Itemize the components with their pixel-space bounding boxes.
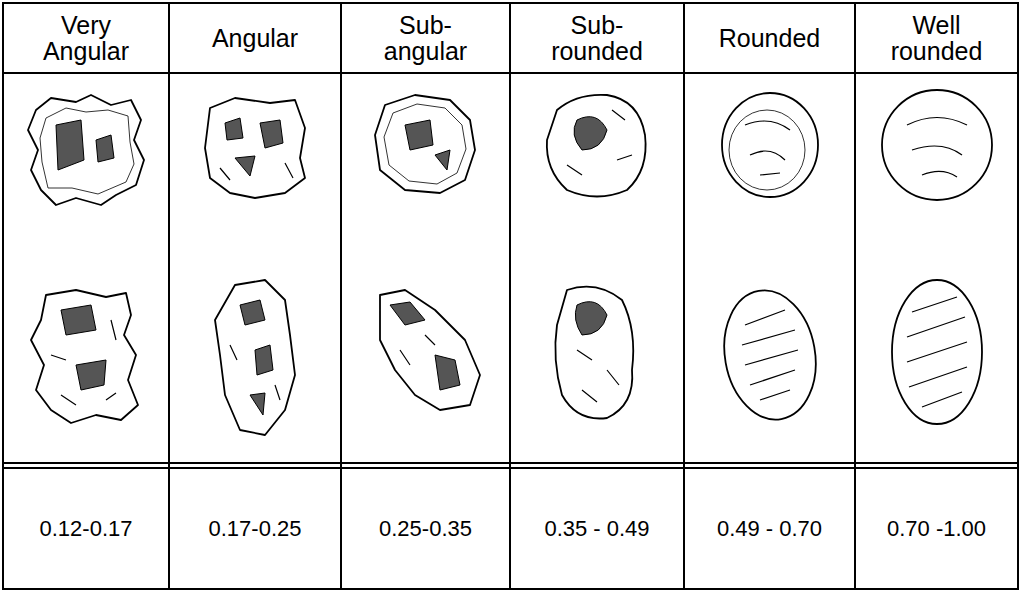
column-header: Very Angular <box>24 12 148 65</box>
table-cell: Well rounded <box>855 4 1018 72</box>
table-cell: 0.12-0.17 <box>3 470 169 588</box>
grain-sketches <box>28 90 992 435</box>
roundness-range: 0.70 -1.00 <box>887 516 986 542</box>
table-cell: 0.17-0.25 <box>169 470 341 588</box>
table-cell: 0.35 - 0.49 <box>510 470 684 588</box>
table-border <box>3 3 1018 589</box>
column-header: Well rounded <box>875 12 999 65</box>
table-cell: Sub- angular <box>341 4 510 72</box>
table-cell: 0.70 -1.00 <box>855 470 1018 588</box>
roundness-range: 0.49 - 0.70 <box>717 516 822 542</box>
roundness-range: 0.25-0.35 <box>379 516 472 542</box>
table-cell: Angular <box>169 4 341 72</box>
roundness-range: 0.12-0.17 <box>40 516 133 542</box>
roundness-range: 0.17-0.25 <box>209 516 302 542</box>
table-cell: 0.49 - 0.70 <box>684 470 855 588</box>
table-cell: Rounded <box>684 4 855 72</box>
column-header: Angular <box>193 25 317 51</box>
column-header: Rounded <box>708 25 832 51</box>
column-header: Sub- rounded <box>535 12 659 65</box>
table-cell: Sub- rounded <box>510 4 684 72</box>
table-cell: Very Angular <box>3 4 169 72</box>
roundness-range: 0.35 - 0.49 <box>544 516 649 542</box>
table-cell: 0.25-0.35 <box>341 470 510 588</box>
column-header: Sub- angular <box>364 12 488 65</box>
